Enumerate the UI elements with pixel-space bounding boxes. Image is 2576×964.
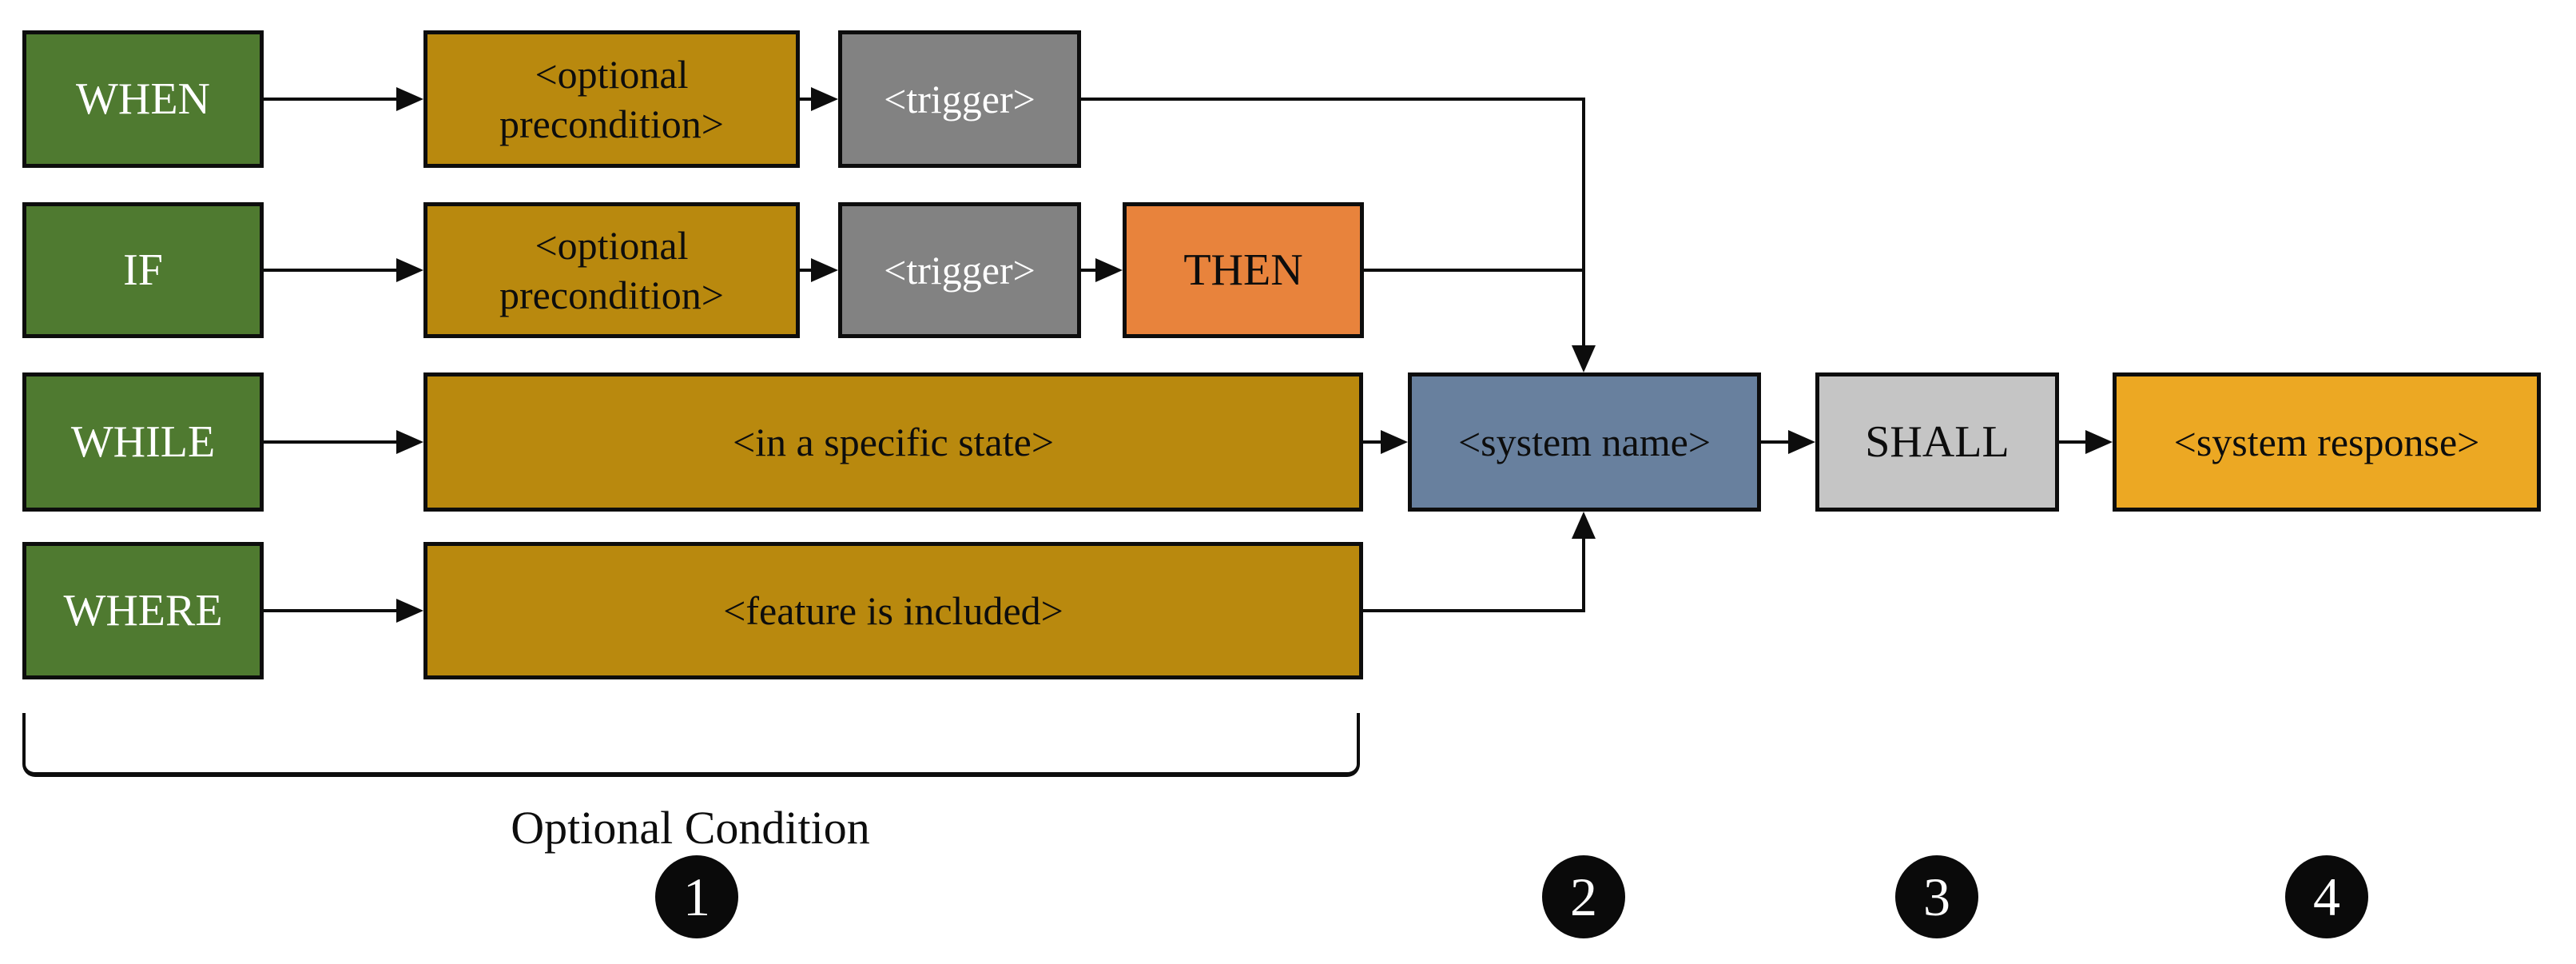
shall-keyword-box: SHALL — [1815, 372, 2059, 512]
line-up-to-system-name — [1582, 539, 1585, 612]
then-keyword-box: THEN — [1123, 202, 1364, 338]
if-trigger-label: <trigger> — [884, 248, 1036, 293]
arrow-shall-to-response-head-icon — [2085, 430, 2113, 454]
arrow-where-to-feature-head-icon — [396, 599, 423, 623]
line-trigger1-to-corner — [1081, 98, 1585, 101]
arrow-system-name-to-shall-line — [1761, 440, 1788, 444]
arrow-while-to-state-line — [264, 440, 396, 444]
feature-included-label: <feature is included> — [723, 588, 1063, 633]
arrow-state-to-system-name-line — [1363, 440, 1381, 444]
marker-2-badge: 2 — [1542, 855, 1625, 938]
marker-2-number: 2 — [1570, 866, 1597, 927]
arrow-where-to-feature-line — [264, 609, 396, 612]
if-keyword-label: IF — [123, 245, 163, 295]
optional-condition-bracket — [22, 713, 1360, 777]
specific-state-label: <in a specific state> — [732, 419, 1055, 464]
arrow-precondition2-to-trigger2-head-icon — [811, 258, 838, 282]
line-then-to-corner — [1364, 269, 1585, 272]
arrow-trigger2-to-then-head-icon — [1095, 258, 1123, 282]
arrow-system-name-to-shall-head-icon — [1788, 430, 1815, 454]
marker-4-number: 4 — [2313, 866, 2340, 927]
when-keyword-box: WHEN — [22, 30, 264, 168]
arrow-if-to-precondition-line — [264, 269, 396, 272]
where-keyword-label: WHERE — [63, 586, 223, 635]
feature-included-box: <feature is included> — [423, 542, 1363, 679]
optional-condition-label: Optional Condition — [511, 802, 870, 854]
if-keyword-box: IF — [22, 202, 264, 338]
line-merge-down-to-system-name — [1582, 98, 1585, 345]
arrow-precondition1-to-trigger1-line — [800, 98, 811, 101]
system-name-box: <system name> — [1408, 372, 1761, 512]
marker-1-badge: 1 — [655, 855, 738, 938]
when-keyword-label: WHEN — [76, 74, 210, 124]
when-precondition-box: <optional precondition> — [423, 30, 800, 168]
arrow-when-to-precondition-line — [264, 98, 396, 101]
arrow-trigger2-to-then-line — [1081, 269, 1095, 272]
arrow-when-to-precondition-head-icon — [396, 87, 423, 111]
marker-3-badge: 3 — [1895, 855, 1978, 938]
when-precondition-label: <optional precondition> — [499, 51, 724, 147]
line-feature-to-corner — [1363, 609, 1585, 612]
marker-3-number: 3 — [1923, 866, 1950, 927]
marker-1-number: 1 — [683, 866, 710, 927]
shall-keyword-label: SHALL — [1865, 417, 2010, 467]
system-name-label: <system name> — [1457, 420, 1711, 464]
while-keyword-label: WHILE — [70, 417, 216, 467]
then-keyword-label: THEN — [1183, 245, 1303, 295]
arrow-precondition1-to-trigger1-head-icon — [811, 87, 838, 111]
specific-state-box: <in a specific state> — [423, 372, 1363, 512]
while-keyword-box: WHILE — [22, 372, 264, 512]
arrow-state-to-system-name-head-icon — [1381, 430, 1408, 454]
if-precondition-label: <optional precondition> — [499, 222, 724, 318]
marker-4-badge: 4 — [2285, 855, 2368, 938]
if-trigger-box: <trigger> — [838, 202, 1081, 338]
arrow-shall-to-response-line — [2059, 440, 2085, 444]
arrow-into-system-name-top-head-icon — [1572, 345, 1596, 372]
system-response-box: <system response> — [2113, 372, 2541, 512]
if-precondition-box: <optional precondition> — [423, 202, 800, 338]
where-keyword-box: WHERE — [22, 542, 264, 679]
arrow-precondition2-to-trigger2-line — [800, 269, 811, 272]
arrow-into-system-name-bottom-head-icon — [1572, 512, 1596, 539]
when-trigger-label: <trigger> — [884, 77, 1036, 121]
arrow-while-to-state-head-icon — [396, 430, 423, 454]
when-trigger-box: <trigger> — [838, 30, 1081, 168]
system-response-label: <system response> — [2173, 420, 2480, 464]
arrow-if-to-precondition-head-icon — [396, 258, 423, 282]
